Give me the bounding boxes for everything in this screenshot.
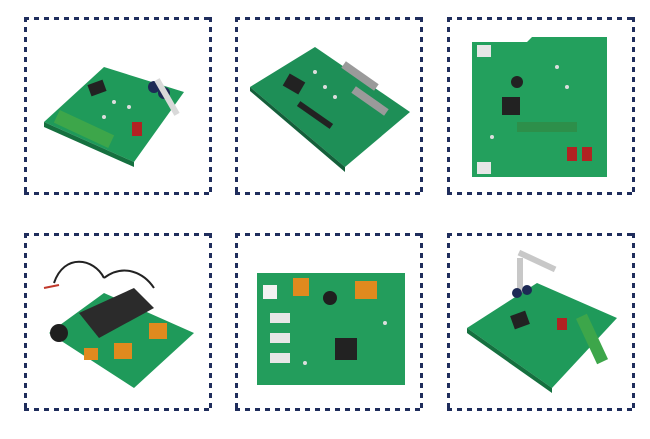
dashed-border — [24, 192, 212, 195]
photo-cell-2 — [235, 17, 423, 195]
dashed-border — [24, 233, 212, 236]
dashed-border — [420, 17, 423, 195]
dashed-border — [632, 233, 635, 411]
photo-cell-5 — [235, 233, 423, 411]
dashed-border — [209, 17, 212, 195]
dashed-border — [447, 17, 635, 20]
pcb-illustration — [467, 249, 617, 393]
pcb-photo — [34, 243, 202, 401]
dashed-border — [235, 17, 423, 20]
dashed-border — [209, 233, 212, 411]
dashed-border — [235, 17, 238, 195]
dashed-border — [447, 233, 635, 236]
pcb-photo — [245, 243, 413, 401]
dashed-border — [24, 408, 212, 411]
dashed-border — [24, 233, 27, 411]
photo-cell-1 — [24, 17, 212, 195]
pcb-photo — [245, 27, 413, 185]
pcb-illustration — [472, 37, 607, 177]
pcb-illustration — [43, 260, 194, 388]
dashed-border — [632, 17, 635, 195]
pcb-photo — [457, 243, 625, 401]
dashed-border — [24, 17, 212, 20]
dashed-border — [235, 233, 238, 411]
dashed-border — [447, 408, 635, 411]
dashed-border — [24, 17, 27, 195]
dashed-border — [447, 192, 635, 195]
pcb-illustration — [257, 273, 405, 385]
photo-cell-6 — [447, 233, 635, 411]
photo-cell-4 — [24, 233, 212, 411]
dashed-border — [447, 233, 450, 411]
pcb-illustration — [44, 67, 184, 167]
dashed-border — [447, 17, 450, 195]
dashed-border — [235, 233, 423, 236]
pcb-illustration — [250, 47, 410, 172]
pcb-photo — [34, 27, 202, 185]
photo-cell-3 — [447, 17, 635, 195]
pcb-photo — [457, 27, 625, 185]
dashed-border — [235, 192, 423, 195]
dashed-border — [420, 233, 423, 411]
dashed-border — [235, 408, 423, 411]
